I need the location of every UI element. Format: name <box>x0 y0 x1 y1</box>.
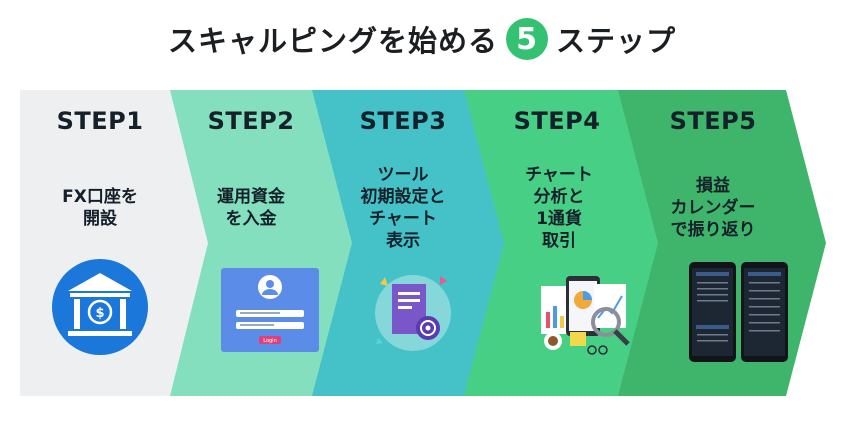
step4-label: STEP4 <box>513 107 601 135</box>
step3-panel <box>312 90 514 396</box>
svg-text:$: $ <box>95 306 104 321</box>
login-button-label: Login <box>263 338 277 344</box>
page-title: スキャルピングを始める 5 ステップ <box>0 18 844 60</box>
step2-label: STEP2 <box>207 107 295 135</box>
title-text-after: ステップ <box>556 24 677 58</box>
step3-description: ツール 初期設定と チャート 表示 <box>360 165 446 251</box>
chart-analysis-icon <box>541 276 630 355</box>
step5-label: STEP5 <box>669 107 757 135</box>
phone-calendar-icon <box>689 262 788 362</box>
title-text-before: スキャルピングを始める <box>167 24 498 58</box>
step2-description: 運用資金 を入金 <box>217 187 285 229</box>
step4-description: チャート 分析と 1通貨 取引 <box>525 165 593 251</box>
step5-description: 損益 カレンダー で振り返り <box>670 176 756 240</box>
step1-label: STEP1 <box>56 107 144 135</box>
step1-description: FX口座を 開設 <box>62 187 138 229</box>
bank-icon: $ <box>52 259 148 355</box>
login-screen-icon: Login <box>221 268 319 352</box>
document-gear-icon <box>375 275 451 351</box>
title-number-badge: 5 <box>506 18 548 60</box>
step3-label: STEP3 <box>359 107 447 135</box>
